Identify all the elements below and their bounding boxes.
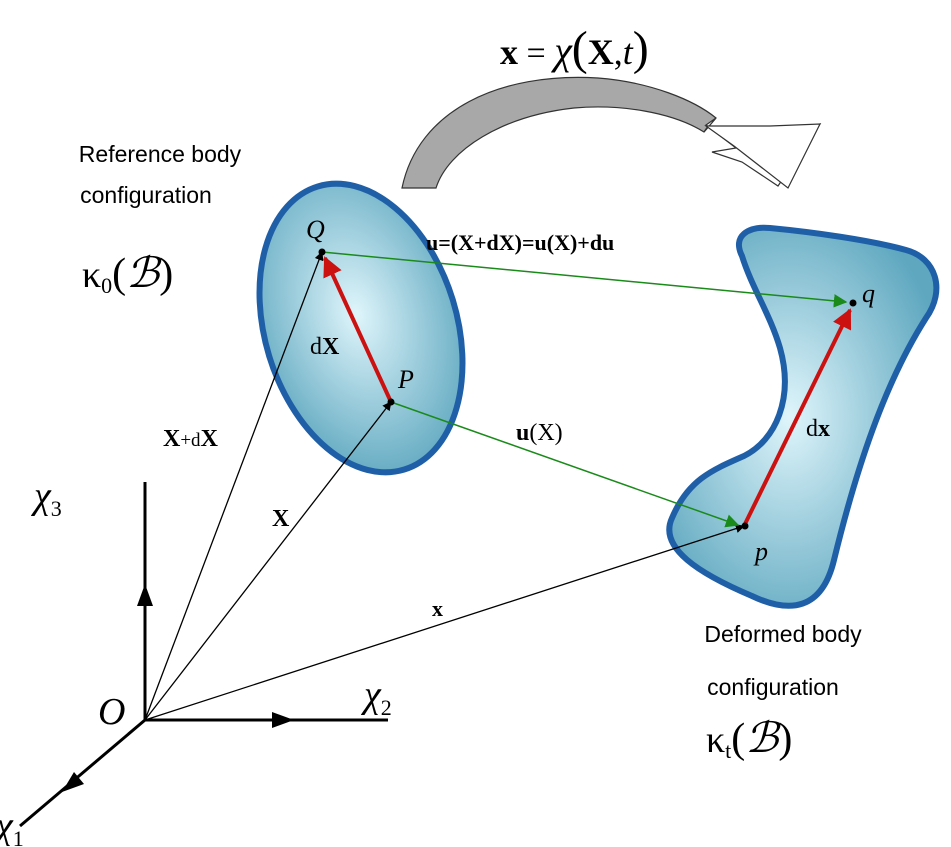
vector-X: [144, 401, 392, 721]
formula-chi: χ: [550, 28, 573, 73]
label-X: X: [272, 506, 290, 532]
reference-label-line1: Reference body: [79, 141, 242, 167]
label-dx-d: d: [806, 416, 818, 442]
label-dx-x: x: [818, 416, 830, 442]
label-XdX-plus: +d: [180, 430, 201, 451]
label-axis-x3: χ3: [30, 475, 62, 521]
axis-x2-sub: 2: [381, 695, 392, 720]
vector-dX: [323, 256, 393, 403]
mapping-arrow-gray: [401, 76, 717, 189]
vector-u-X-plus-dX: [321, 251, 848, 308]
axis-x1-chi: χ: [0, 805, 14, 847]
label-uX: u(X): [516, 420, 563, 446]
label-XdX-X: X: [163, 426, 181, 452]
kappa-t: κ: [706, 719, 725, 761]
label-axis-x2: χ2: [360, 674, 392, 720]
body-B-def: ℬ: [745, 716, 781, 762]
reference-label-line2: configuration: [80, 182, 212, 208]
label-O: O: [98, 691, 125, 733]
formula: x = χ(X,t): [500, 22, 649, 75]
formula-arg-X: X: [588, 32, 614, 72]
label-dX-X: X: [322, 334, 340, 360]
kappa-0: κ: [82, 254, 101, 296]
label-dX-d: d: [310, 334, 322, 360]
axis-x2-arrow: [272, 712, 294, 728]
mapping-arrow-tip: [704, 123, 821, 189]
axis-x1-sub: 1: [13, 826, 24, 847]
label-X-plus-dX: X+dX: [163, 426, 219, 452]
point-p: [741, 522, 749, 530]
axis-x3-sub: 3: [51, 496, 62, 521]
formula-eq: =: [518, 35, 554, 72]
kappa-0-sub: 0: [101, 273, 112, 298]
deformed-label-line2: configuration: [707, 674, 839, 700]
formula-lhs: x: [500, 32, 518, 72]
label-uX-u: u: [516, 420, 529, 446]
deformed-label-line1: Deformed body: [704, 621, 862, 647]
label-P: P: [397, 365, 414, 394]
axis-x3-arrow: [137, 584, 153, 606]
axis-x1-line: [19, 718, 146, 828]
axis-x1-arrow: [62, 772, 84, 792]
label-dX: dX: [310, 334, 340, 360]
vector-X-plus-dX: [144, 251, 324, 721]
vector-x: [144, 524, 745, 721]
label-axis-x1: χ1: [0, 805, 24, 847]
point-q: [849, 299, 857, 307]
label-q: q: [862, 279, 875, 308]
label-Q: Q: [306, 215, 325, 244]
vector-u-X: [390, 401, 740, 528]
axis-x2-chi: χ: [360, 674, 382, 716]
label-p: p: [753, 537, 768, 566]
body-B-ref: ℬ: [126, 251, 162, 297]
deformed-body-shape: [666, 224, 940, 609]
label-uX-arg: (X): [529, 420, 562, 446]
kappa-t-sub: t: [725, 738, 731, 763]
vector-dx: [742, 308, 852, 527]
axis-x3-chi: χ: [30, 475, 52, 517]
label-u-formula: u=(X+dX)=u(X)+du: [426, 230, 614, 255]
reference-kappa: κ0(ℬ): [82, 251, 173, 298]
point-P: [387, 398, 395, 406]
point-Q: [318, 248, 326, 256]
reference-body-shape: [256, 180, 466, 476]
deformed-kappa: κt(ℬ): [706, 716, 792, 763]
label-dx: dx: [806, 416, 830, 442]
formula-arg-t: t: [623, 32, 634, 72]
label-XdX-X2: X: [201, 426, 219, 452]
label-x: x: [432, 596, 443, 621]
